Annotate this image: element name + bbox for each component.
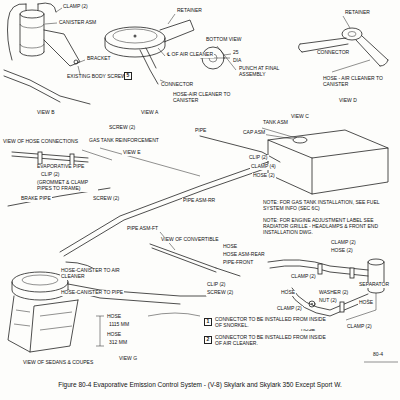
callout-number: 5	[124, 72, 132, 80]
part-label: CLAMP (2)	[330, 240, 357, 246]
part-label: PIPE ASM-RR	[182, 198, 216, 204]
engine-air-cleaner	[8, 262, 206, 352]
hose-dimensions	[96, 313, 200, 346]
part-label: CLIP (2)	[248, 155, 269, 161]
part-label: SEPARATOR	[358, 282, 390, 288]
part-label: CLAMP (2)	[62, 4, 89, 10]
part-label: HOSE - AIR CLEANER TO CANISTER	[322, 76, 386, 88]
part-label: VIEW E	[122, 150, 142, 156]
part-label: 312 MM	[108, 340, 128, 346]
part-label: PIPE ASM-FT	[126, 226, 159, 232]
part-label: CONNECTOR	[316, 50, 350, 56]
part-label: ℄ OF AIR CLEANER	[166, 52, 214, 58]
part-label: CONNECTOR TO BE INSTALLED FROM INSIDE OF…	[214, 317, 328, 329]
part-label: PIPE	[194, 128, 207, 134]
part-label: VIEW OF HOSE CONNECTIONS	[2, 139, 79, 145]
part-label: HOSE-AIR CLEANER TO CANISTER	[172, 92, 236, 104]
part-label: 80-4	[372, 352, 384, 358]
part-label: EVAPORATIVE PIPE	[36, 164, 85, 170]
part-label: CONNECTOR	[160, 82, 194, 88]
part-label: NOTE: FOR ENGINE ADJUSTMENT LABEL SEE RA…	[262, 218, 384, 235]
part-label: HOSE	[222, 244, 238, 250]
part-label: PUNCH AT FINAL ASSEMBLY	[238, 66, 295, 78]
part-label: SCREW (2)	[206, 290, 234, 296]
part-label: BOTTOM VIEW	[205, 37, 242, 43]
part-label: HOSE-CANISTER TO AIR CLEANER	[60, 268, 134, 280]
part-label: VIEW B	[36, 110, 56, 116]
figure-caption: Figure 80-4 Evaporative Emission Control…	[4, 381, 396, 388]
part-label: SCREW (2)	[108, 125, 136, 131]
callout-number: 2	[204, 336, 212, 344]
hose-connector	[298, 16, 388, 72]
part-label: GAS TANK REINFORCEMENT	[88, 138, 160, 144]
part-label: WASHER (2)	[318, 290, 349, 296]
part-label: VIEW G	[118, 356, 138, 362]
part-label: EXISTING BODY SCREW	[66, 74, 127, 80]
part-label: CLAMP (2)	[290, 274, 317, 280]
part-label: HOSE ASM-REAR	[222, 252, 266, 258]
part-label: VIEW OF CONVERTIBLE	[160, 237, 220, 243]
evaporative-pipes	[8, 148, 270, 276]
part-label: HOSE	[106, 314, 122, 320]
part-label: SCREW (2)	[92, 196, 120, 202]
part-label: HOSE	[280, 290, 296, 296]
part-label: HOSE (2)	[252, 173, 276, 179]
part-label: HOSE	[106, 332, 122, 338]
part-label: HOSE-CANISTER TO PIPE	[60, 290, 124, 296]
part-label: VIEW A	[140, 110, 159, 116]
part-label: CANISTER ASM	[58, 20, 97, 26]
part-label: BRAKE PIPE	[20, 196, 52, 202]
part-label: VIEW C	[290, 114, 310, 120]
part-label: CLAMP (4)	[250, 164, 277, 170]
part-label: (GROMMET & CLAMP PIPES TO FRAME)	[36, 180, 98, 192]
air-cleaner	[105, 14, 236, 85]
part-label: RETAINER	[176, 8, 203, 14]
part-label: VIEW OF SEDANS & COUPES	[22, 360, 94, 366]
part-label: HOSE	[358, 300, 374, 306]
callout-number: 1	[204, 318, 212, 326]
part-label: 1115 MM	[108, 322, 130, 328]
part-label: CLAMP (2)	[346, 324, 373, 330]
part-label: PIPE-FRONT	[222, 260, 254, 266]
part-label: CLAMP (2)	[276, 306, 303, 312]
page-rule	[364, 362, 398, 363]
part-label: BRACKET	[86, 56, 112, 62]
part-label: 25	[232, 50, 240, 56]
part-label: NOTE: FOR GAS TANK INSTALLATION, SEE FUE…	[262, 200, 384, 212]
part-label: CLIP (2)	[206, 282, 227, 288]
vapor-separator	[268, 259, 384, 320]
part-label: VIEW D	[338, 98, 358, 104]
part-label: CLIP (2)	[40, 172, 61, 178]
part-label: TANK ASM	[262, 120, 289, 126]
part-label: RETAINER	[344, 10, 371, 16]
canister	[4, 3, 90, 104]
part-label: HOSE (2)	[330, 248, 354, 254]
part-label: DIA	[232, 58, 242, 64]
part-label: CONNECTOR TO BE INSTALLED FROM INSIDE OF…	[214, 335, 328, 347]
part-label: CAP ASM	[242, 130, 266, 136]
part-label: NUT (2)	[318, 298, 338, 304]
fuel-tank	[200, 128, 388, 194]
